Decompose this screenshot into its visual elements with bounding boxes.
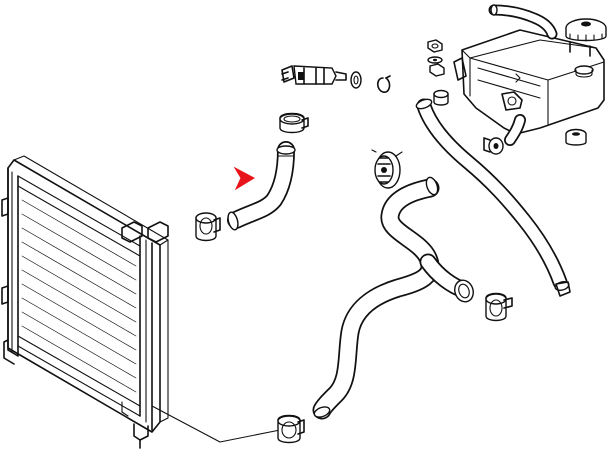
hose-clamp-radiator-side[interactable]: [195, 212, 221, 242]
lower-radiator-hose[interactable]: [312, 176, 476, 420]
arrow-right-icon: [233, 166, 256, 191]
grommet-right[interactable]: [565, 128, 587, 146]
grommet-left[interactable]: [483, 137, 504, 155]
upper-radiator-hose[interactable]: [226, 141, 296, 231]
radiator[interactable]: [1, 155, 169, 449]
tank-nut-lower[interactable]: [429, 63, 445, 77]
sensor-washer[interactable]: [350, 71, 362, 89]
tank-nut-upper[interactable]: [427, 39, 443, 53]
leader-lines: [151, 405, 281, 443]
tank-vent-hose[interactable]: [488, 4, 558, 40]
cap-icon[interactable]: [565, 18, 607, 42]
hose-clamp-overflow[interactable]: [433, 89, 449, 106]
cap-seal[interactable]: [574, 65, 594, 78]
hose-clamp-upper[interactable]: [279, 112, 309, 134]
thermostat-housing[interactable]: [371, 149, 403, 189]
hose-clamp-lower-right[interactable]: [485, 292, 513, 322]
tank-washer[interactable]: [427, 56, 443, 64]
expansion-tank[interactable]: [453, 29, 605, 146]
hose-clamp-lower[interactable]: [277, 414, 305, 444]
snap-ring[interactable]: [376, 75, 391, 93]
radiator-core: [21, 199, 137, 393]
overflow-hose[interactable]: [415, 98, 571, 297]
temperature-sensor[interactable]: [281, 65, 347, 85]
